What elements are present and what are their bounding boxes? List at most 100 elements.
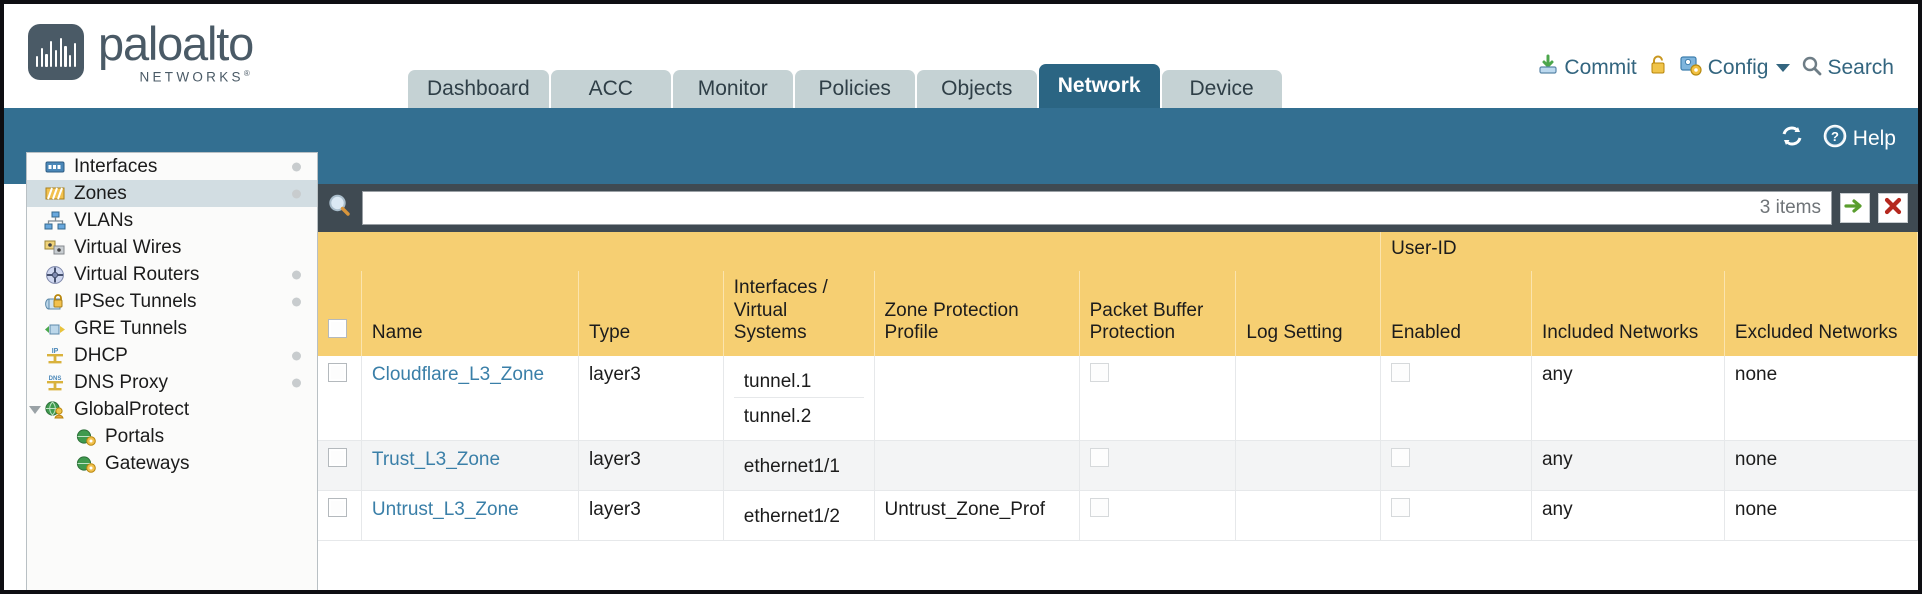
userid-enabled-cell <box>1380 355 1532 441</box>
zones-table-body: Cloudflare_L3_Zone layer3 tunnel.1 tunnel.2… <box>318 355 1918 541</box>
packet-buffer-protection-cell <box>1079 355 1237 441</box>
gateways-icon <box>75 454 97 474</box>
tab-objects[interactable]: Objects <box>916 70 1037 108</box>
packet-buffer-protection-checkbox[interactable] <box>1089 497 1109 517</box>
row-checkbox[interactable] <box>328 362 347 382</box>
userid-enabled-checkbox[interactable] <box>1391 497 1411 517</box>
sidebar-status-dot <box>292 270 301 279</box>
included-networks-cell: any <box>1531 440 1725 491</box>
group-header-blank <box>318 232 1382 272</box>
tab-network[interactable]: Network <box>1038 64 1160 108</box>
sidebar-item-dns-proxy[interactable]: DNS DNS Proxy <box>27 369 317 396</box>
svg-text:IP: IP <box>52 348 59 355</box>
log-setting-cell <box>1235 440 1382 491</box>
row-select-cell <box>318 490 362 541</box>
paloalto-logo-icon <box>28 24 84 80</box>
tab-monitor[interactable]: Monitor <box>672 70 793 108</box>
brand-name: paloalto <box>98 17 254 70</box>
select-all-checkbox[interactable] <box>328 319 347 339</box>
row-checkbox[interactable] <box>328 497 347 517</box>
tab-policies[interactable]: Policies <box>794 70 915 108</box>
sidebar-item-globalprotect[interactable]: GlobalProtect <box>27 396 317 423</box>
virtual-routers-icon <box>44 265 66 285</box>
sidebar-item-label: DHCP <box>74 344 128 366</box>
excluded-networks-cell: none <box>1724 440 1918 491</box>
sidebar-status-dot <box>292 297 301 306</box>
sidebar-status-dot <box>292 378 301 387</box>
column-header-packet-buffer-protection[interactable]: Packet Buffer Protection <box>1079 271 1237 356</box>
zone-interfaces-cell: ethernet1/2 <box>723 490 875 541</box>
sidebar-item-dhcp[interactable]: IP DHCP <box>27 342 317 369</box>
column-header-name[interactable]: Name <box>361 271 580 356</box>
sidebar-status-dot <box>292 351 301 360</box>
packet-buffer-protection-checkbox[interactable] <box>1089 447 1109 467</box>
column-header-enabled[interactable]: Enabled <box>1380 271 1532 356</box>
column-header-zone-protection-profile[interactable]: Zone Protection Profile <box>874 271 1080 356</box>
chevron-down-icon <box>1776 64 1791 72</box>
help-button[interactable]: ? Help <box>1823 124 1896 154</box>
sidebar-item-label: Gateways <box>105 452 190 474</box>
tab-device[interactable]: Device <box>1161 70 1282 108</box>
svg-text:DNS: DNS <box>49 376 62 382</box>
sidebar-item-interfaces[interactable]: Interfaces <box>27 153 317 180</box>
zone-type-cell: layer3 <box>578 490 724 541</box>
column-header-interfaces-virtual-systems[interactable]: Interfaces / Virtual Systems <box>723 271 875 356</box>
commit-button[interactable]: Commit <box>1537 54 1637 82</box>
excluded-networks-cell: none <box>1724 490 1918 541</box>
clear-filter-button[interactable] <box>1878 193 1908 223</box>
interface-entry: tunnel.1 <box>733 363 864 398</box>
sidebar-item-gre-tunnels[interactable]: GRE Tunnels <box>27 315 317 342</box>
portals-icon <box>75 427 97 447</box>
sidebar-item-virtual-wires[interactable]: Virtual Wires <box>27 234 317 261</box>
excluded-networks-cell: none <box>1724 355 1918 441</box>
search-button[interactable]: Search <box>1801 55 1894 82</box>
sidebar-item-portals[interactable]: Portals <box>27 423 317 450</box>
column-header-log-setting[interactable]: Log Setting <box>1235 271 1382 356</box>
expand-triangle-icon[interactable] <box>29 405 41 414</box>
column-header-included-networks[interactable]: Included Networks <box>1531 271 1725 356</box>
zone-interfaces-cell: ethernet1/1 <box>723 440 875 491</box>
included-networks-cell: any <box>1531 355 1725 441</box>
tab-dashboard[interactable]: Dashboard <box>408 70 549 108</box>
sidebar-item-zones[interactable]: Zones <box>27 180 317 207</box>
apply-filter-button[interactable] <box>1840 193 1870 223</box>
userid-enabled-checkbox[interactable] <box>1391 362 1411 382</box>
column-header-excluded-networks[interactable]: Excluded Networks <box>1724 271 1918 356</box>
refresh-icon[interactable] <box>1779 124 1805 154</box>
sidebar-item-gateways[interactable]: Gateways <box>27 450 317 477</box>
userid-enabled-checkbox[interactable] <box>1391 447 1411 467</box>
sidebar-item-vlans[interactable]: VLANs <box>27 207 317 234</box>
row-select-cell <box>318 440 362 491</box>
interfaces-icon <box>44 157 66 177</box>
dhcp-icon: IP <box>44 346 66 366</box>
config-menu[interactable]: Config <box>1679 54 1791 82</box>
sidebar-item-virtual-routers[interactable]: Virtual Routers <box>27 261 317 288</box>
interface-entry: tunnel.2 <box>743 405 812 427</box>
row-checkbox[interactable] <box>328 447 347 467</box>
zone-name-cell: Trust_L3_Zone <box>361 440 580 491</box>
sidebar-item-ipsec-tunnels[interactable]: IPSec Tunnels <box>27 288 317 315</box>
log-setting-cell <box>1235 355 1382 441</box>
group-header-userid: User-ID <box>1380 232 1918 272</box>
zone-name-link[interactable]: Untrust_L3_Zone <box>371 498 519 520</box>
commit-save-icon <box>1537 54 1559 82</box>
zone-name-link[interactable]: Cloudflare_L3_Zone <box>371 363 545 385</box>
filter-input-wrapper[interactable]: 3 items <box>362 191 1832 225</box>
red-x-icon <box>1883 196 1903 221</box>
column-header-type[interactable]: Type <box>578 271 724 356</box>
sidebar-item-label: DNS Proxy <box>74 371 168 393</box>
sidebar-item-label: Portals <box>105 425 165 447</box>
zone-name-link[interactable]: Trust_L3_Zone <box>371 448 501 470</box>
tab-acc[interactable]: ACC <box>550 70 671 108</box>
zone-type-cell: layer3 <box>578 440 724 491</box>
config-key-icon <box>1679 54 1703 82</box>
packet-buffer-protection-checkbox[interactable] <box>1089 362 1109 382</box>
sub-header-band: ? Help <box>4 108 1918 184</box>
table-filter-bar: 3 items <box>318 184 1918 232</box>
padlock-icon[interactable] <box>1648 54 1668 82</box>
